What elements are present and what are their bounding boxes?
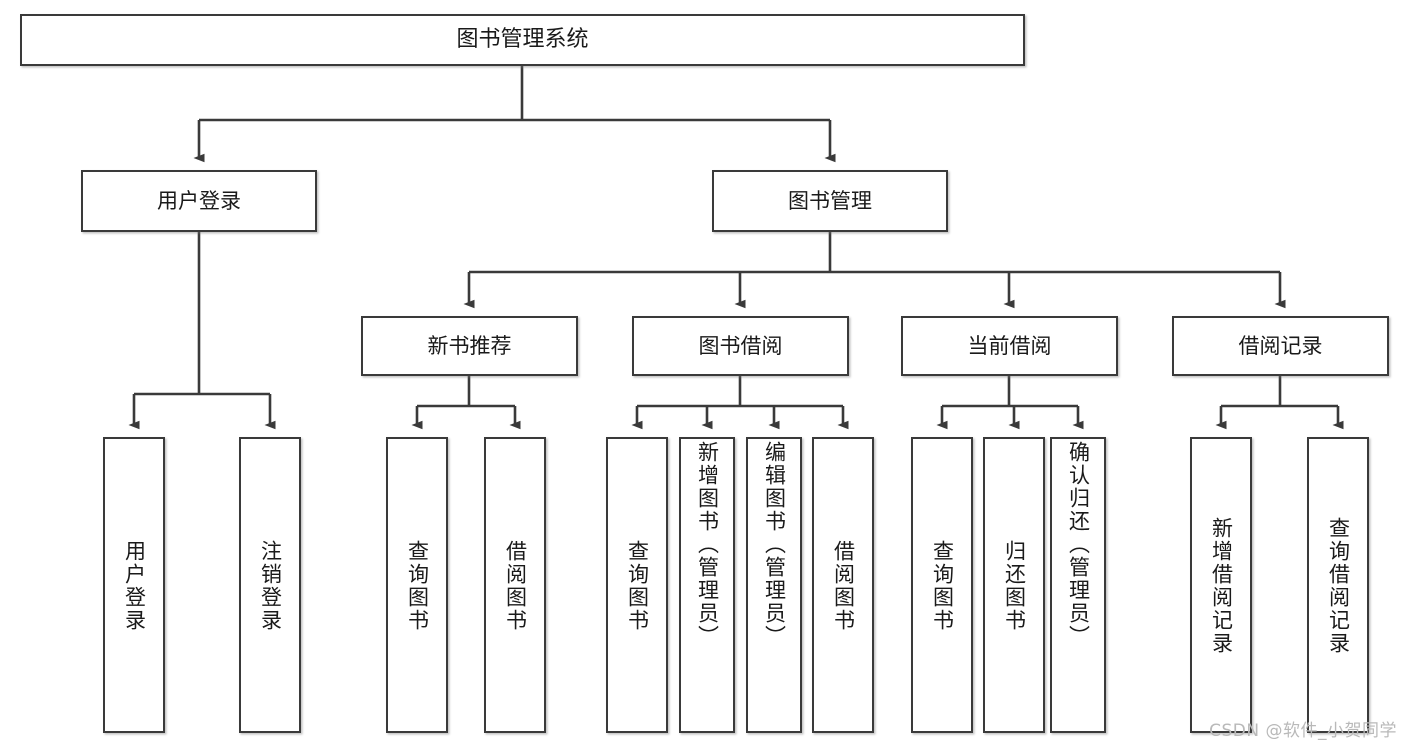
- node-leaf-confirm-return[interactable]: 确认归还（管理员）: [1050, 437, 1106, 733]
- edge-group-current-borrow: [936, 376, 1084, 430]
- edge-group-book-manage: [463, 232, 1286, 309]
- node-current-borrow[interactable]: 当前借阅: [901, 316, 1118, 376]
- node-book-manage-label: 图书管理: [788, 188, 872, 213]
- node-leaf-return-book[interactable]: 归还图书: [983, 437, 1045, 733]
- node-leaf-query-book-1-label: 查询图书: [405, 540, 430, 632]
- node-borrow-record-label: 借阅记录: [1238, 333, 1323, 358]
- node-leaf-confirm-return-label: 确认归还（管理员）: [1066, 441, 1091, 648]
- node-leaf-query-book-2[interactable]: 查询图书: [606, 437, 668, 733]
- edge-group-new-book-recommend: [411, 376, 521, 430]
- node-user-login-label: 用户登录: [157, 188, 241, 213]
- node-new-book-recommend[interactable]: 新书推荐: [361, 316, 578, 376]
- node-leaf-query-book-3-label: 查询图书: [930, 540, 955, 632]
- node-leaf-query-record-label: 查询借阅记录: [1326, 517, 1351, 655]
- node-book-borrow-label: 图书借阅: [698, 333, 783, 358]
- node-leaf-add-book-label: 新增图书（管理员）: [695, 441, 720, 648]
- node-leaf-user-login[interactable]: 用户登录: [103, 437, 165, 733]
- node-book-manage[interactable]: 图书管理: [712, 170, 948, 232]
- node-leaf-borrow-book-2[interactable]: 借阅图书: [812, 437, 874, 733]
- node-leaf-add-record[interactable]: 新增借阅记录: [1190, 437, 1252, 733]
- edge-group-user-login: [128, 232, 276, 430]
- node-leaf-logout-login-label: 注销登录: [258, 540, 283, 632]
- node-leaf-user-login-label: 用户登录: [122, 540, 147, 632]
- node-root-system[interactable]: 图书管理系统: [20, 14, 1025, 66]
- node-root-system-label: 图书管理系统: [456, 27, 589, 53]
- node-leaf-edit-book[interactable]: 编辑图书（管理员）: [746, 437, 802, 733]
- node-leaf-borrow-book-1-label: 借阅图书: [503, 540, 528, 632]
- node-leaf-query-book-3[interactable]: 查询图书: [911, 437, 973, 733]
- node-leaf-query-book-2-label: 查询图书: [625, 540, 650, 632]
- node-leaf-add-book[interactable]: 新增图书（管理员）: [679, 437, 735, 733]
- node-book-borrow[interactable]: 图书借阅: [632, 316, 849, 376]
- edge-group-root: [193, 66, 836, 163]
- edge-group-borrow-record: [1215, 376, 1344, 430]
- node-leaf-borrow-book-2-label: 借阅图书: [831, 540, 856, 632]
- node-borrow-record[interactable]: 借阅记录: [1172, 316, 1389, 376]
- node-leaf-query-record[interactable]: 查询借阅记录: [1307, 437, 1369, 733]
- node-leaf-borrow-book-1[interactable]: 借阅图书: [484, 437, 546, 733]
- node-leaf-return-book-label: 归还图书: [1002, 540, 1027, 632]
- node-leaf-query-book-1[interactable]: 查询图书: [386, 437, 448, 733]
- node-leaf-logout-login[interactable]: 注销登录: [239, 437, 301, 733]
- edge-group-book-borrow: [631, 376, 849, 430]
- node-leaf-edit-book-label: 编辑图书（管理员）: [762, 441, 787, 648]
- node-leaf-add-record-label: 新增借阅记录: [1209, 517, 1234, 655]
- node-new-book-recommend-label: 新书推荐: [427, 333, 512, 358]
- node-current-borrow-label: 当前借阅: [967, 333, 1052, 358]
- node-user-login[interactable]: 用户登录: [81, 170, 317, 232]
